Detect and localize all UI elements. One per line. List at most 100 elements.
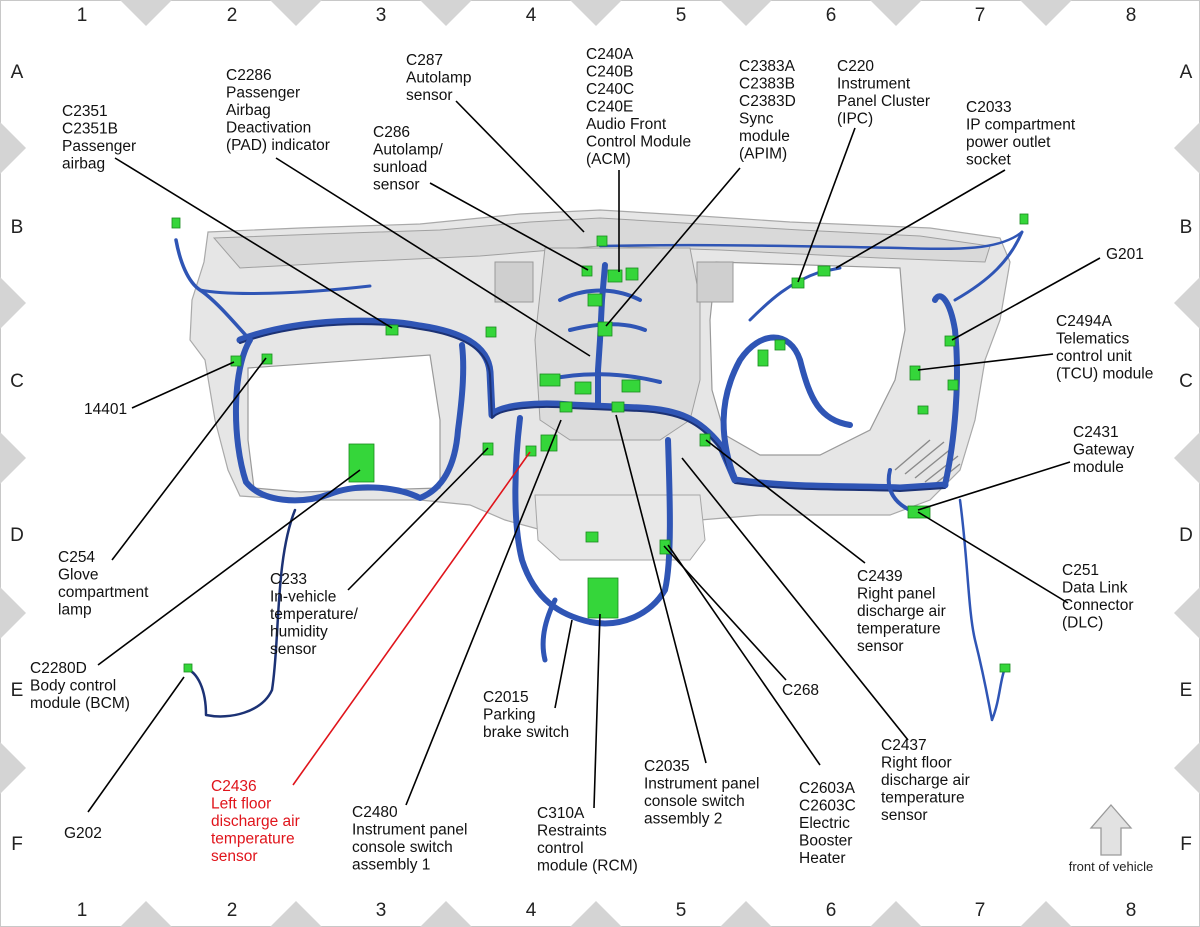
harness-bcm-wire: [183, 508, 297, 718]
leader-14401: [131, 361, 235, 409]
grid-col-label: 6: [826, 900, 837, 921]
grid-row-label: A: [11, 62, 24, 83]
connector-c220: [817, 265, 831, 277]
connector-c287: [596, 235, 608, 247]
leader-c2439: [705, 439, 866, 564]
connector-acm-2: [625, 267, 639, 281]
harness-right-side: [932, 293, 960, 488]
vent-left: [494, 261, 534, 303]
connector-c2439: [699, 433, 711, 447]
harness-main: [236, 317, 949, 492]
label-g201: G201: [1106, 246, 1144, 263]
grid-rows-right: A B C D E F: [1179, 62, 1193, 855]
front-of-vehicle-label: front of vehicle: [1069, 859, 1154, 874]
label-c268: C268: [782, 682, 819, 699]
connector-center-5: [611, 401, 625, 413]
leader-c310a: [593, 613, 601, 809]
grid-columns-top: 1 2 3 4 5 6 7 8: [77, 5, 1137, 26]
leader-c220: [797, 127, 856, 283]
connector-right-top: [1019, 213, 1029, 225]
grid-col-label: 5: [676, 900, 687, 921]
leader-c2286: [275, 157, 591, 357]
grid-rows-left: A B C D E F: [10, 62, 24, 855]
connector-c2351: [385, 324, 399, 336]
leader-g202: [87, 676, 185, 813]
connector-acm-1: [607, 269, 623, 283]
grid-row-label: C: [1179, 371, 1193, 392]
connector-c2436: [525, 445, 537, 457]
front-of-vehicle-indicator: front of vehicle: [1069, 804, 1154, 874]
label-14401: 14401: [84, 401, 127, 418]
connector-cluster-1: [757, 349, 769, 367]
grid-col-label: 7: [975, 900, 986, 921]
leader-c2015: [554, 619, 573, 709]
grid-col-label: 2: [227, 900, 238, 921]
grid-col-label: 7: [975, 5, 986, 26]
grid-col-label: 1: [77, 900, 88, 921]
connector-c254: [261, 353, 273, 365]
leader-c254: [111, 357, 267, 561]
grid-row-label: F: [11, 834, 23, 855]
leader-c2351: [114, 157, 393, 329]
leader-c233: [347, 447, 489, 591]
glove-compartment-opening: [247, 354, 441, 493]
connector-rcm: [587, 577, 619, 619]
grid-col-label: 4: [526, 900, 537, 921]
harness-center-column: [595, 262, 608, 408]
leader-c2035: [615, 414, 707, 764]
connector-g201: [944, 335, 956, 347]
connector-center-2: [574, 381, 592, 395]
harness-top-run: [598, 230, 1024, 251]
leader-c2480: [405, 419, 562, 806]
grid-col-label: 8: [1126, 900, 1137, 921]
grid-col-label: 3: [376, 5, 387, 26]
connector-acm-3: [587, 293, 603, 307]
leader-g201: [951, 257, 1101, 341]
grid-row-label: A: [1180, 62, 1193, 83]
vent-right: [696, 261, 734, 303]
grid-col-label: 4: [526, 5, 537, 26]
grid-col-label: 6: [826, 5, 837, 26]
harness-left-top: [198, 284, 372, 295]
connector-cluster-2: [774, 339, 786, 351]
connector-center-1: [539, 373, 561, 387]
grid-col-label: 1: [77, 5, 88, 26]
leader-c2383: [605, 167, 741, 327]
harness-glove-loop: [232, 337, 467, 504]
grid-row-label: C: [10, 371, 24, 392]
leader-c2437: [681, 457, 909, 741]
connector-center-3: [621, 379, 641, 393]
leader-c286: [429, 182, 589, 271]
grid-row-label: E: [1180, 680, 1193, 701]
grid-row-label: B: [11, 217, 24, 238]
grid-row-label: E: [11, 680, 24, 701]
leader-c2436: [292, 451, 531, 786]
connector-right-1: [947, 379, 959, 391]
connector-g202: [183, 663, 193, 673]
connector-c2033: [791, 277, 805, 289]
grid-row-label: F: [1180, 834, 1192, 855]
grid-columns-bottom: 1 2 3 4 5 6 7 8: [77, 900, 1137, 921]
leader-lines: [87, 100, 1101, 813]
